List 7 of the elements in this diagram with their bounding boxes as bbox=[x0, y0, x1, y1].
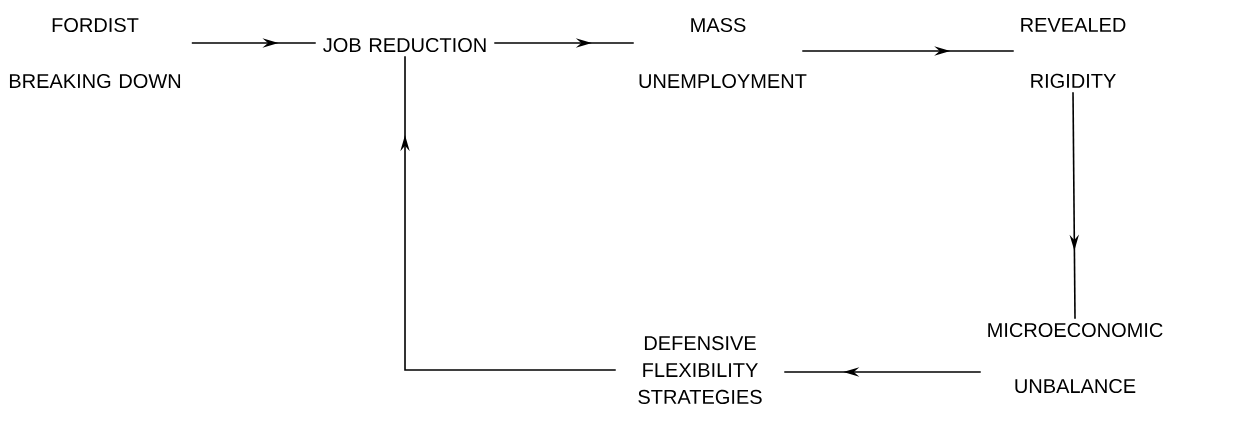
node-label: DEFENSIVE FLEXIBILITY STRATEGIES bbox=[638, 336, 762, 404]
node-label: MASS UNEMPLOYMENT bbox=[639, 17, 807, 89]
node-label: JOB REDUCTION bbox=[323, 37, 486, 53]
node-label: FORDIST BREAKING DOWN bbox=[9, 17, 181, 89]
node-label: REVEALED RIGIDITY bbox=[1021, 18, 1126, 88]
arrow bbox=[400, 55, 617, 371]
node-label: MICROECONOMIC UNBALANCE bbox=[988, 322, 1163, 394]
